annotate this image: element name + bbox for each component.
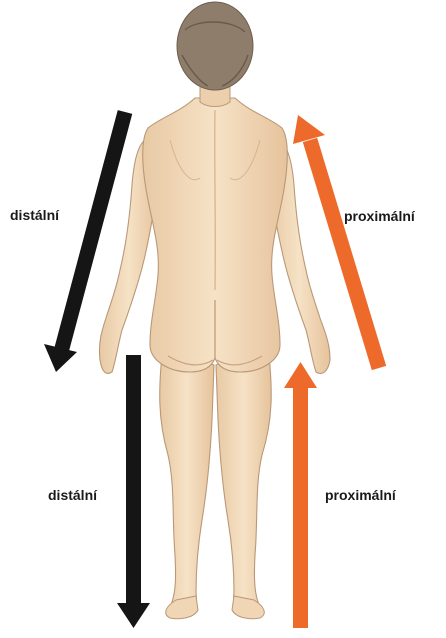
label-distal-lower: distální (48, 487, 97, 503)
arrow-down-icon (117, 355, 150, 628)
arrow-up-icon (284, 362, 317, 628)
label-proximal-upper: proximální (344, 208, 415, 224)
label-proximal-lower: proximální (325, 487, 396, 503)
head-hair (177, 2, 253, 90)
spine-line (215, 110, 216, 290)
right-foot (232, 596, 264, 619)
left-leg (160, 345, 214, 613)
label-distal-upper: distální (10, 207, 59, 223)
left-foot (166, 596, 198, 619)
right-leg (216, 345, 271, 613)
